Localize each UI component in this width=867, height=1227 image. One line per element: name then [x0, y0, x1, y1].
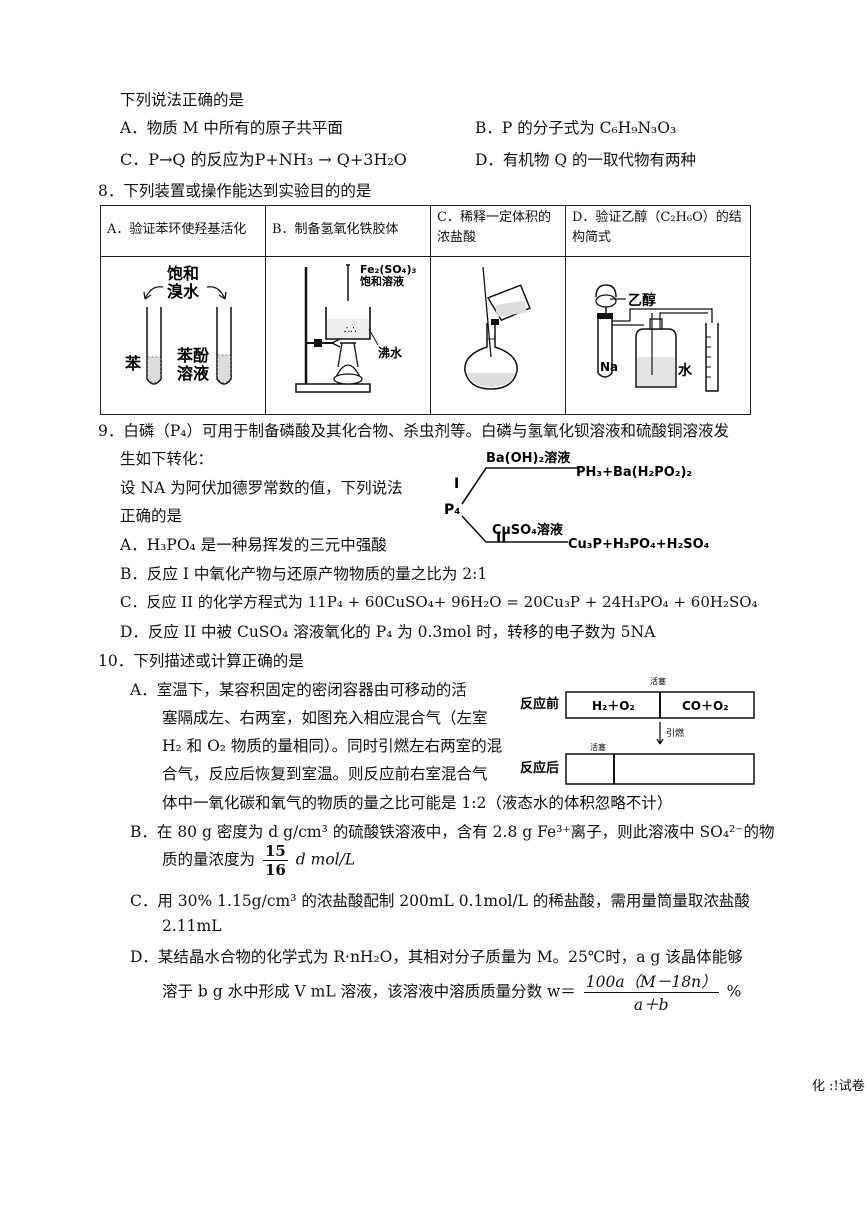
q7-option-d: D．有机物 Q 的一取代物有两种	[475, 151, 696, 169]
q10-option-b-line2: 质的量浓度为 15 16 d mol/L	[162, 842, 356, 879]
fraction-15-16: 15 16	[262, 842, 288, 879]
q9-option-d: D．反应 II 中被 CuSO₄ 溶液氧化的 P₄ 为 0.3mol 时，转移的…	[120, 623, 656, 641]
svg-text:CuSO₄溶液: CuSO₄溶液	[492, 522, 563, 538]
q10-option-a-line3: H₂ 和 O₂ 物质的量相同）。同时引燃左右两室的混	[162, 737, 503, 755]
svg-text:水: 水	[678, 362, 693, 379]
q10-option-c-line1: C．用 30% 1.15g/cm³ 的浓盐酸配制 200mL 0.1mol/L …	[130, 892, 750, 910]
q8-header-c: C．稀释一定体积的浓盐酸	[430, 205, 566, 257]
svg-text:活塞: 活塞	[650, 676, 666, 686]
q8-figure-c	[430, 256, 566, 415]
q8-figure-a: 饱和 溴水 苯 苯酚 溶液	[100, 256, 266, 415]
q9-stem-line2: 生如下转化：	[120, 450, 214, 468]
test-tubes-figure: 饱和 溴水 苯 苯酚 溶液	[124, 264, 232, 385]
q8-header-b: B．制备氢氧化铁胶体	[265, 205, 431, 257]
svg-text:饱和: 饱和	[167, 264, 199, 283]
q9-stem-line4: 正确的是	[120, 507, 183, 525]
svg-text:II: II	[496, 530, 506, 546]
q10-option-a-line5: 体中一氧化碳和氧气的物质的量之比可能是 1:2（液态水的体积忽略不计）	[162, 794, 673, 812]
mass-fraction: 100a（M－18n） a＋b	[583, 970, 719, 1015]
q8-experiment-table: A．验证苯环使羟基活化 B．制备氢氧化铁胶体 C．稀释一定体积的浓盐酸 D．验证…	[100, 205, 751, 415]
q9-option-c: C．反应 II 的化学方程式为 11P₄ + 60CuSO₄+ 96H₂O = …	[120, 593, 758, 611]
svg-text:PH₃+Ba(H₂PO₂)₂: PH₃+Ba(H₂PO₂)₂	[576, 465, 692, 480]
q7-option-b: B．P 的分子式为 C₆H₉N₃O₃	[475, 119, 677, 137]
q10-option-c-line2: 2.11mL	[162, 917, 222, 935]
svg-text:∴∴: ∴∴	[344, 325, 357, 336]
ethanol-structure-figure: 乙醇 Na 水	[595, 284, 719, 392]
svg-text:Cu₃P+H₃PO₄+H₂SO₄: Cu₃P+H₃PO₄+H₂SO₄	[568, 537, 710, 552]
svg-text:Ba(OH)₂溶液: Ba(OH)₂溶液	[486, 450, 570, 466]
svg-text:溴水: 溴水	[167, 282, 200, 301]
q7-option-a: A．物质 M 中所有的原子共平面	[120, 119, 343, 137]
svg-text:反应前: 反应前	[520, 696, 559, 712]
q10-option-a-line1: A．室温下，某容积固定的密闭容器由可移动的活	[130, 681, 467, 699]
svg-text:CO＋O₂: CO＋O₂	[682, 699, 728, 713]
q10-option-a-line2: 塞隔成左、右两室，如图充入相应混合气（左室	[162, 709, 488, 727]
q8-stem: 8．下列装置或操作能达到实验目的的是	[98, 182, 372, 200]
q8-header-a: A．验证苯环使羟基活化	[100, 205, 266, 257]
svg-text:H₂＋O₂: H₂＋O₂	[592, 699, 635, 713]
q8-header-d: D．验证乙醇（C₂H₆O）的结构简式	[565, 205, 751, 257]
q10-container-figure: 反应前 H₂＋O₂ CO＋O₂ 活塞 引燃 反应后 活塞	[520, 676, 755, 785]
svg-text:溶液: 溶液	[177, 364, 210, 383]
svg-text:沸水: 沸水	[378, 345, 403, 360]
q9-option-a: A．H₃PO₄ 是一种易挥发的三元中强酸	[120, 536, 387, 554]
svg-text:引燃: 引燃	[666, 727, 684, 739]
svg-text:反应后: 反应后	[520, 760, 559, 776]
q9-reaction-scheme: P₄ I II Ba(OH)₂溶液 PH₃+Ba(H₂PO₂)₂ CuSO₄溶液…	[444, 450, 710, 552]
svg-text:苯酚: 苯酚	[176, 346, 210, 365]
q10-option-d-line1: D．某结晶水合物的化学式为 R·nH₂O，其相对分子质量为 M。25℃时，a g…	[130, 948, 743, 966]
q7-intro: 下列说法正确的是	[120, 91, 245, 109]
q10-option-a-line4: 合气，反应后恢复到室温。则反应前右室混合气	[162, 765, 488, 783]
svg-text:饱和溶液: 饱和溶液	[360, 274, 405, 288]
svg-text:P₄: P₄	[444, 502, 460, 518]
q10-stem: 10．下列描述或计算正确的是	[98, 652, 304, 670]
volumetric-flask-figure	[464, 266, 531, 390]
svg-text:乙醇: 乙醇	[628, 292, 656, 309]
q9-stem-line3: 设 NA 为阿伏加德罗常数的值，下列说法	[120, 479, 403, 497]
svg-text:苯: 苯	[124, 354, 142, 373]
svg-text:活塞: 活塞	[590, 742, 606, 752]
q9-stem-line1: 9．白磷（P₄）可用于制备磷酸及其化合物、杀虫剂等。白磷与氢氧化钡溶液和硫酸铜溶…	[98, 422, 730, 440]
svg-text:I: I	[454, 476, 459, 492]
q8-figure-d: 乙醇 Na 水	[565, 256, 751, 415]
footer-page-label: 化 :!试卷	[812, 1079, 865, 1094]
q7-option-c: C．P→Q 的反应为P+NH₃ → Q+3H₂O	[120, 150, 407, 169]
colloid-apparatus-figure: ∴∴ Fe₂(SO₄)₃ 饱和溶液 沸水	[295, 263, 416, 393]
q8-figure-b: ∴∴ Fe₂(SO₄)₃ 饱和溶液 沸水	[265, 256, 431, 415]
q10-option-d-line2: 溶于 b g 水中形成 V mL 溶液，该溶液中溶质质量分数 w＝ 100a（M…	[162, 970, 741, 1015]
svg-text:Fe₂(SO₄)₃: Fe₂(SO₄)₃	[360, 263, 416, 276]
q9-option-b: B．反应 I 中氧化产物与还原产物物质的量之比为 2:1	[120, 565, 488, 583]
svg-text:Na: Na	[600, 360, 618, 374]
q10-option-b-line1: B．在 80 g 密度为 d g/cm³ 的硫酸铁溶液中，含有 2.8 g Fe…	[130, 823, 775, 841]
